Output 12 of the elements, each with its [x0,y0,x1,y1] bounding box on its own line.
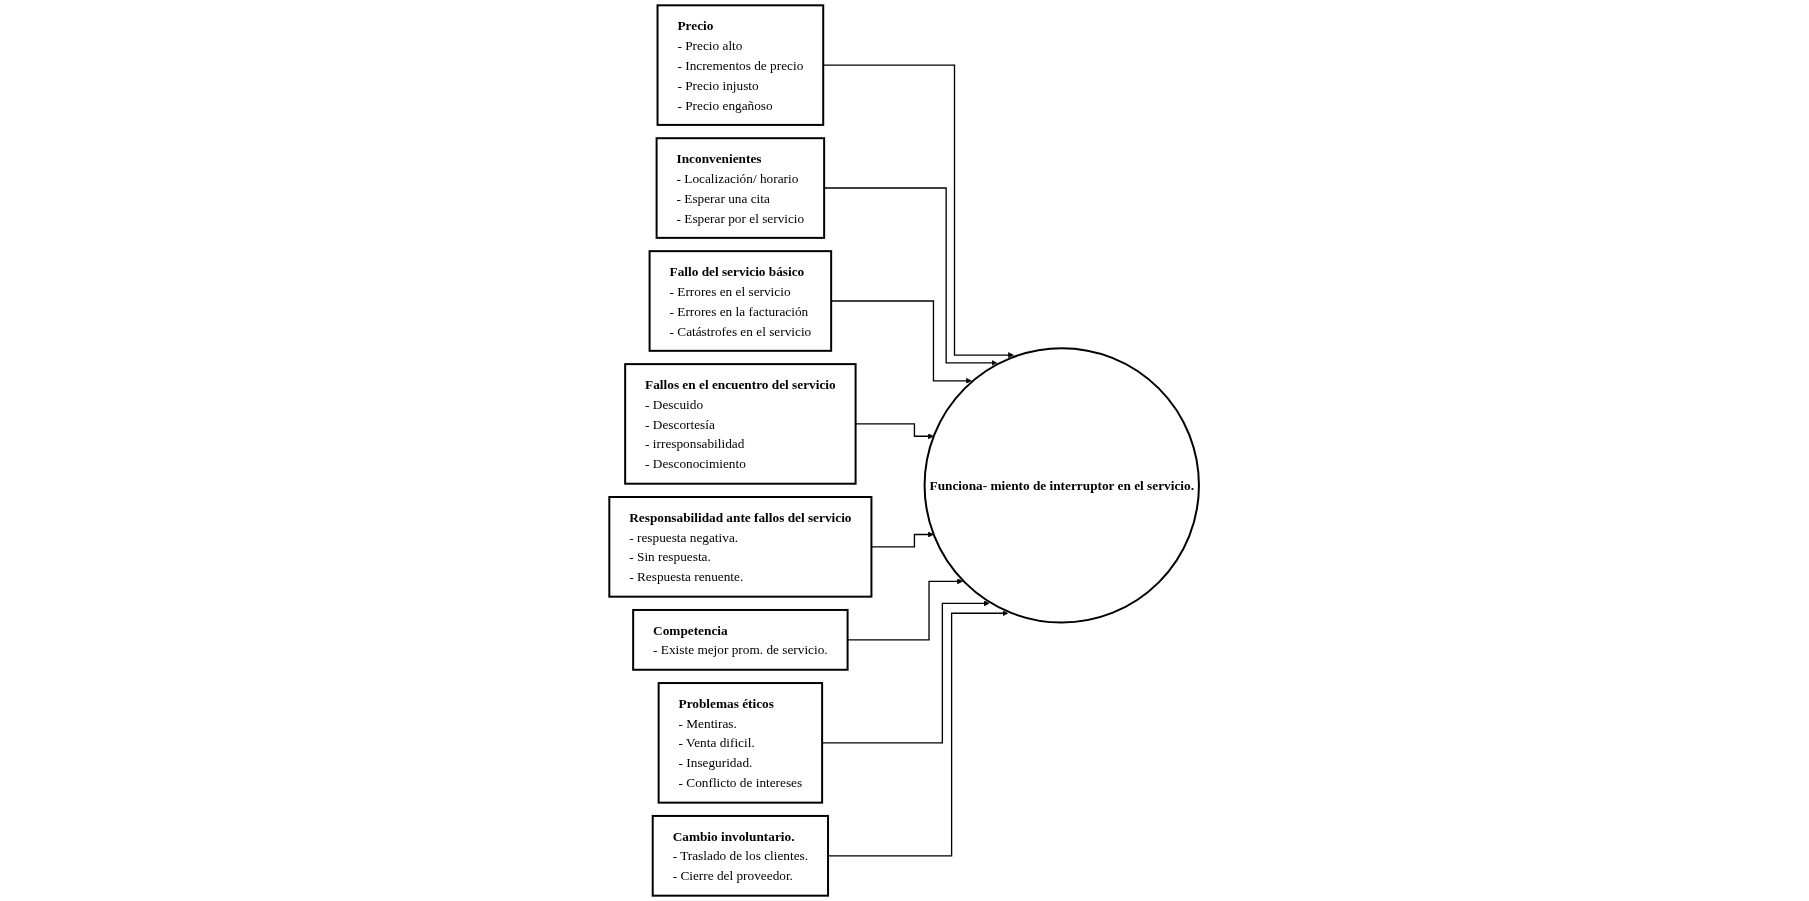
node-box: Competencia - Existe mejor prom. de servicio. [632,608,849,671]
node-box: Fallos en el encuentro del servicio - Descuido - Descortesía - irresponsabilidad - Desconocimiento [624,363,857,485]
node-box: Problemas éticos - Mentiras. - Venta dificil. - Inseguridad. - Conflicto de intereses [658,682,824,804]
node-circle: Funciona- miento de interruptor en el servicio. [923,347,1201,624]
arrow [871,531,935,548]
arrow [847,578,964,641]
node-box: Responsabilidad ante fallos del servicio - respuesta negativa. - Sin respuesta. - Respuesta renuente. [608,496,873,598]
node-box: Inconvenientes - Localización/ horario - Esperar una cita - Esperar por el servicio [655,137,826,239]
node-box: Cambio involuntario. - Traslado de los clientes. - Cierre del proveedor. [652,814,830,897]
arrow [855,423,935,440]
node-box: Fallo del servicio básico - Errores en el servicio - Errores en la facturación - Catástrofes en el servicio [648,250,833,352]
node-box: Precio - Precio alto - Incrementos de precio - Precio injusto - Precio engañoso [656,4,825,126]
